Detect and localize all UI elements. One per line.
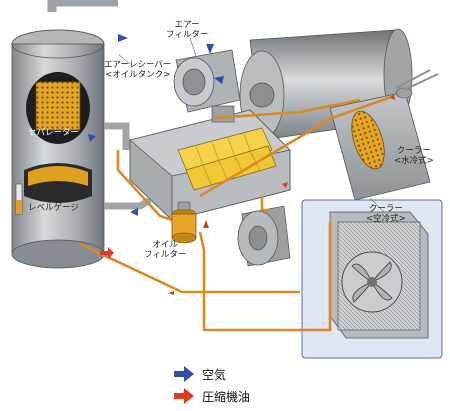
separator-label: セパレーター — [28, 128, 80, 138]
air-receiver-label: エアーレシーバー <オイルタンク> — [104, 60, 172, 80]
motor-end-flange — [237, 205, 291, 267]
compressor-unit — [129, 49, 291, 221]
air-filter-label: エアー フィルター — [166, 20, 209, 40]
cooler-water-label: クーラー <水冷式> — [394, 146, 434, 166]
oil-flow-arrows — [100, 94, 395, 295]
water-cooler — [329, 69, 439, 201]
cooler-air-label: クーラー <空冷式> — [366, 204, 406, 224]
level-gauge — [15, 183, 23, 215]
screw-rotors — [177, 127, 277, 191]
air-cooler-panel — [301, 199, 443, 359]
air-flow-arrows — [88, 34, 224, 216]
legend-air-arrow-icon — [174, 366, 194, 382]
separator-element — [26, 72, 90, 144]
legend-air-label: 空気 — [202, 368, 227, 382]
oil-filter-label: オイル フィルター — [144, 240, 187, 260]
air-filter-housing — [173, 49, 241, 113]
legend-oil-label: 圧縮機油 — [202, 390, 251, 404]
oil-piping — [79, 94, 395, 332]
oil-filter — [171, 201, 197, 244]
air-receiver-tank — [11, 0, 118, 269]
level-gauge-label: レベルゲージ — [28, 203, 79, 213]
legend-oil-arrow-icon — [174, 388, 194, 404]
